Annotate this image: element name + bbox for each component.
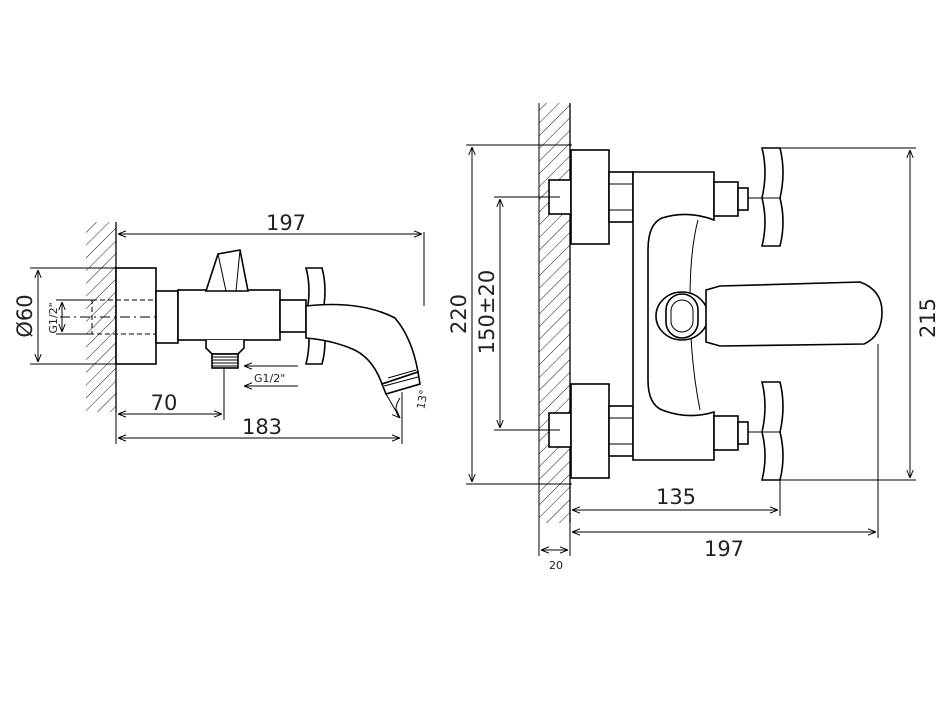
front-handle-hub-upper [713,181,739,217]
dim-side-angle-label: 13° [414,389,430,410]
side-main-body [177,289,281,341]
dim-side-183: 183 [115,392,403,444]
dim-front-220: 220 [447,144,572,485]
dim-front-150-label: 150±20 [475,270,499,354]
front-cross-handle-upper [760,147,784,247]
dim-side-diameter: Ø60 [13,267,116,365]
side-handle-hub [279,299,307,333]
front-mixer-body [632,171,715,461]
dim-front-135: 135 [572,480,781,516]
dim-front-20: 20 [538,523,571,572]
dim-side-diameter-label: Ø60 [13,294,37,337]
side-diverter-knob [204,249,249,292]
side-bottom-outlet [205,340,245,355]
dim-front-215-label: 215 [916,298,940,338]
dim-side-outlet-thread-label: G1/2" [254,372,285,385]
front-handle-hub-lower [713,415,739,451]
front-flange-lower [570,383,610,479]
dim-side-outlet-thread: G1/2" [244,366,298,386]
front-diverter-knob [655,291,709,341]
side-flange [115,267,157,365]
dim-front-20-label: 20 [549,559,563,572]
dim-front-215: 215 [780,147,940,481]
dim-side-70-label: 70 [151,391,178,415]
front-nut-upper [608,171,634,223]
front-flange-upper [570,149,610,245]
front-wall [538,103,571,523]
front-view: 220 150±20 215 135 197 [447,103,940,572]
dim-side-70: 70 [118,368,225,420]
side-outlet-thread-lines [212,356,238,367]
dim-front-197: 197 [572,344,879,561]
dim-front-220-label: 220 [447,294,471,334]
dim-side-angle: 13° [385,389,431,418]
side-connector [155,290,179,344]
dim-side-inlet-thread: G1/2" [47,299,92,335]
front-cross-handle-lower [760,381,784,481]
dim-side-197: 197 [115,211,425,306]
front-spout [705,281,883,347]
side-view: 197 183 70 G1/2" Ø60 [13,211,431,444]
dim-front-197-label: 197 [704,537,744,561]
front-nut-lower [608,405,634,457]
dim-front-135-label: 135 [656,485,696,509]
dim-side-inlet-thread-label: G1/2" [47,302,60,333]
dim-front-150: 150±20 [475,196,560,431]
dim-side-183-label: 183 [242,415,282,439]
dim-side-197-label: 197 [266,211,306,235]
